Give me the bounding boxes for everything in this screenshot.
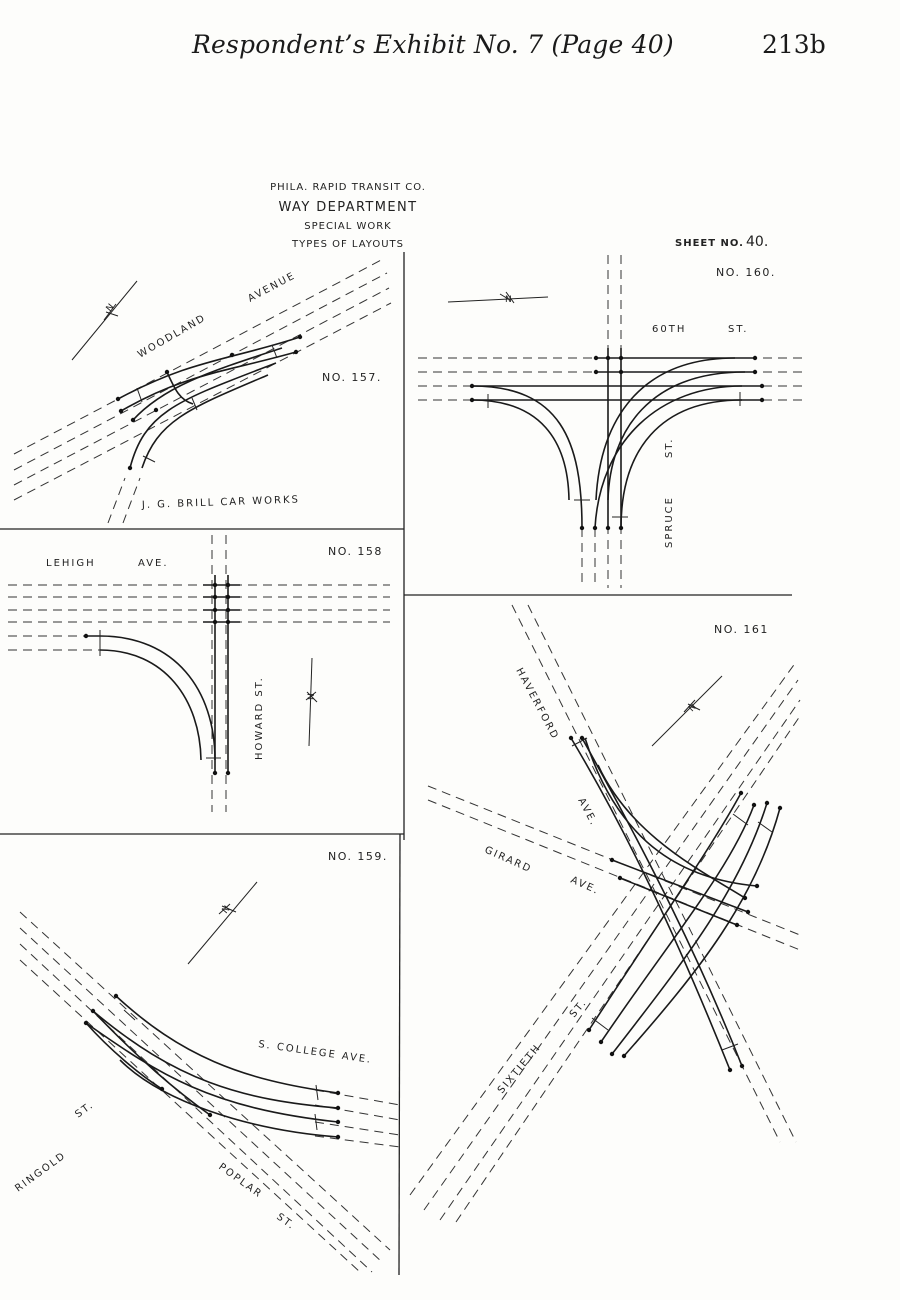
layout-159: S. COLLEGE AVE. RINGOLD ST. POPLAR ST. N… [13, 850, 401, 1273]
sheet-label: SHEET NO. [675, 238, 744, 249]
street-60th: 60TH [652, 324, 686, 335]
street-brill-car-works: J. G. BRILL CAR WORKS [141, 494, 300, 511]
north-arrow-161 [651, 675, 723, 747]
layout-number-161: NO. 161 [714, 623, 769, 636]
layout-number-157: NO. 157. [322, 371, 382, 384]
north-arrow-157 [71, 280, 138, 361]
street-ringold-st: ST. [73, 1100, 96, 1121]
company-name: PHILA. RAPID TRANSIT CO. [270, 182, 426, 193]
street-60th-st: ST. [728, 324, 748, 335]
north-label-157: N [105, 302, 117, 314]
street-woodland: WOODLAND [136, 312, 208, 360]
street-poplar: POPLAR [216, 1162, 264, 1201]
street-lehigh: LEHIGH [46, 558, 96, 569]
department-name: WAY DEPARTMENT [279, 200, 418, 215]
street-spruce: SPRUCE [664, 496, 675, 548]
street-howard: HOWARD ST. [254, 676, 265, 760]
street-girard: GIRARD [483, 845, 534, 876]
layout-number-160: NO. 160. [716, 266, 776, 279]
street-ringold: RINGOLD [13, 1150, 68, 1194]
north-arrow-158 [305, 657, 318, 747]
page-number: 213b [762, 30, 826, 59]
drawing-subject: SPECIAL WORK [304, 221, 391, 232]
north-arrow-160 [447, 291, 549, 304]
street-s-college-ave: S. COLLEGE AVE. [258, 1039, 373, 1066]
street-haverford: HAVERFORD [513, 666, 560, 742]
drawing-subtitle: TYPES OF LAYOUTS [291, 239, 404, 250]
street-sixtieth: SIXTIETH [496, 1042, 544, 1096]
layout-161: HAVERFORD AVE. GIRARD AVE. SIXTIETH ST. … [409, 604, 801, 1223]
layout-158: LEHIGH AVE. HOWARD ST. NO. 158 [8, 535, 390, 812]
panel-borders [0, 252, 792, 1276]
street-avenue: AVENUE [246, 270, 298, 304]
layout-number-158: NO. 158 [328, 545, 383, 558]
north-label-161: N [687, 702, 699, 714]
street-poplar-st: ST. [274, 1212, 297, 1233]
north-label-159: N [221, 904, 233, 916]
north-label-158: N [307, 693, 317, 700]
street-spruce-st: ST. [664, 438, 675, 458]
street-lehigh-ave: AVE. [138, 558, 169, 569]
exhibit-title: Respondent’s Exhibit No. 7 (Page 40) [192, 30, 674, 59]
sheet-number: 40. [746, 234, 768, 250]
street-haverford-ave: AVE. [575, 796, 599, 828]
north-arrow-159 [187, 881, 258, 965]
north-label-160: N [505, 295, 512, 305]
layout-number-159: NO. 159. [328, 850, 388, 863]
layout-160: 60TH ST. SPRUCE ST. NO. 160. [418, 255, 805, 588]
layout-157: WOODLAND AVENUE J. G. BRILL CAR WORKS NO… [13, 257, 392, 524]
street-girard-ave: AVE. [569, 875, 601, 897]
